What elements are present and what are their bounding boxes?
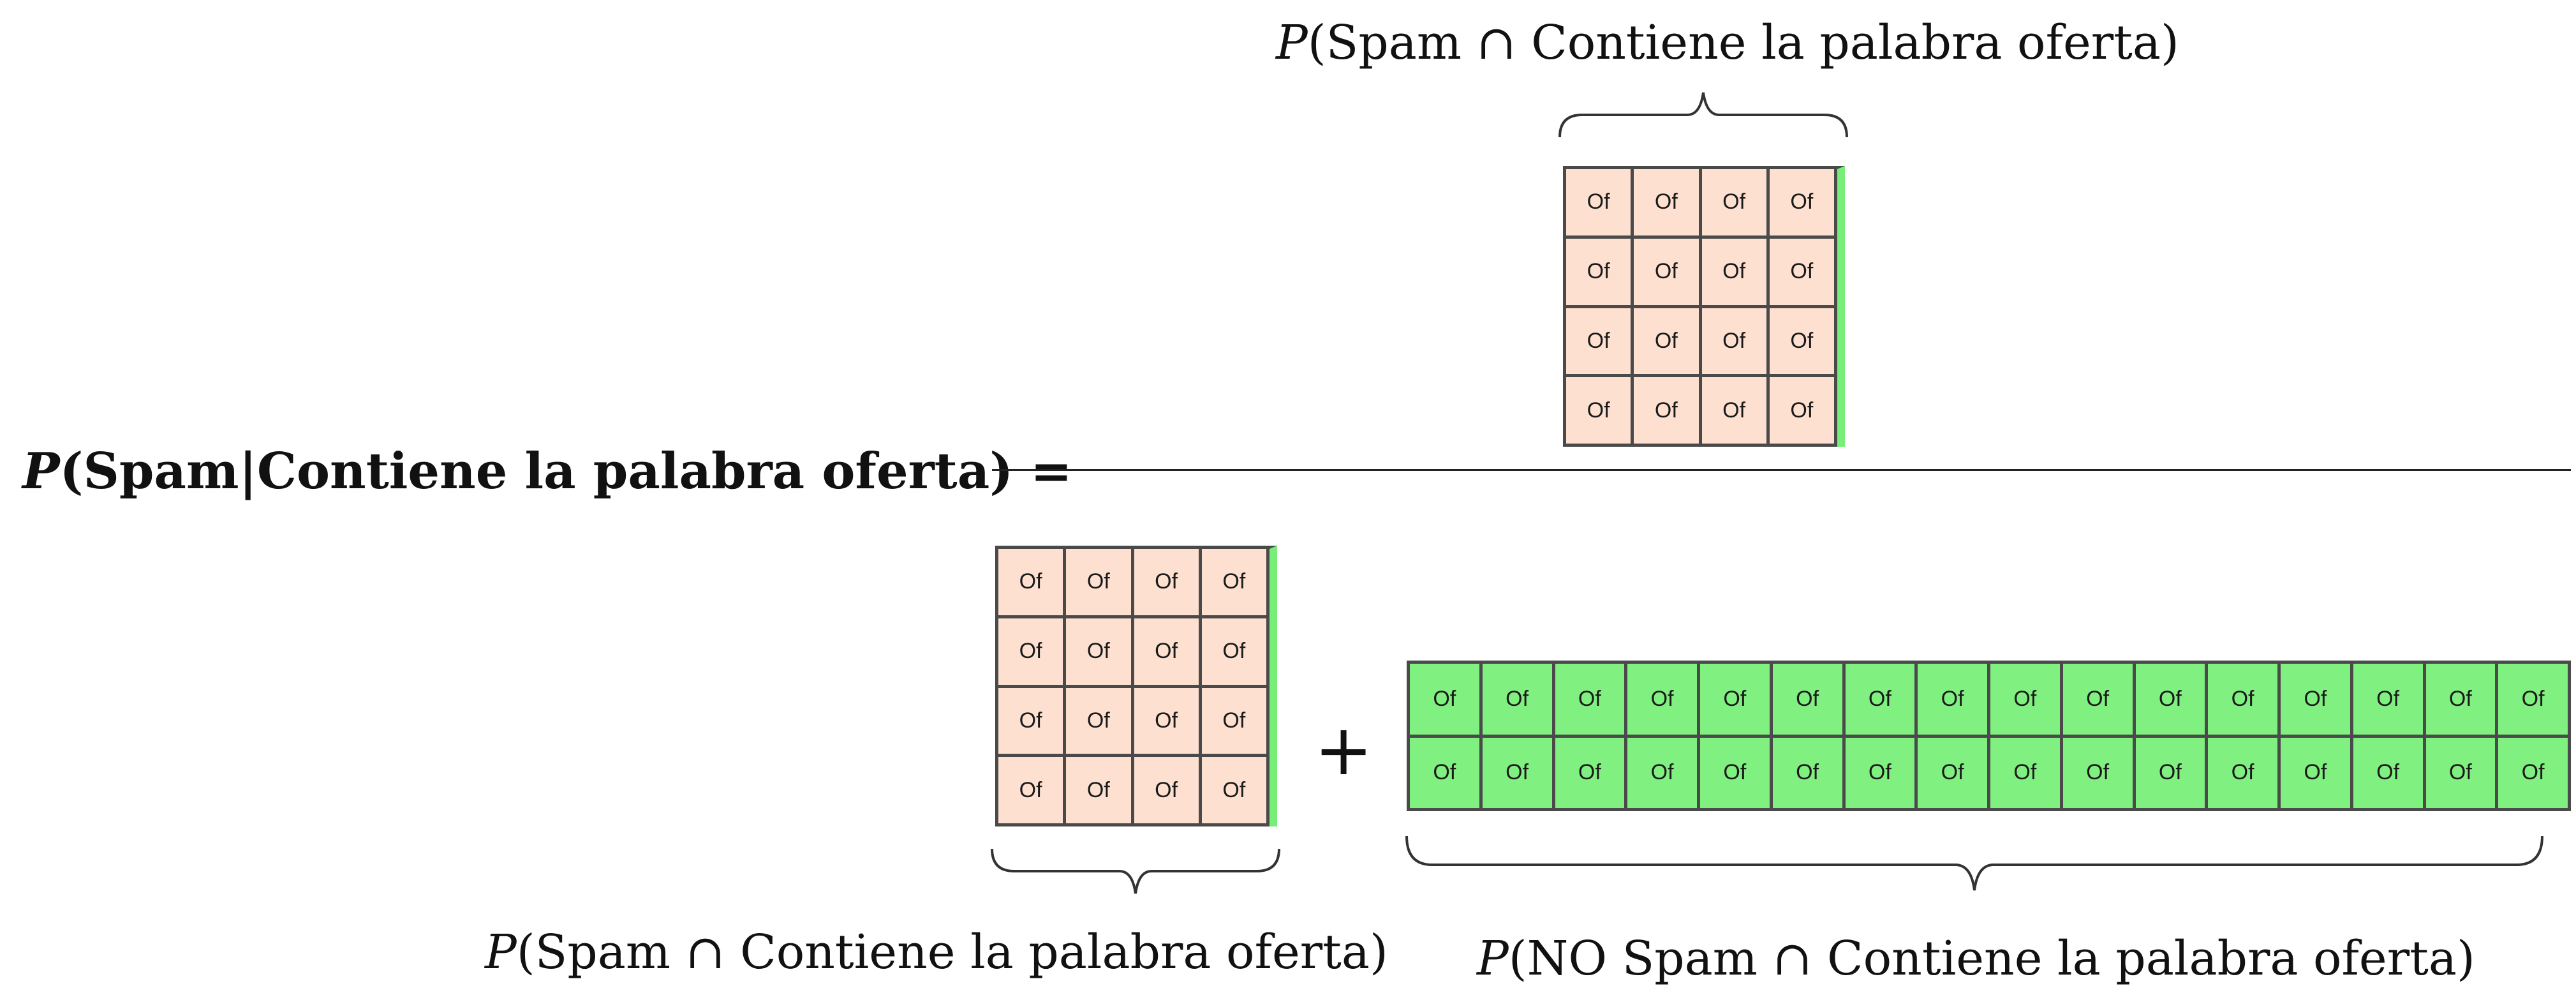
grid-cell: Of bbox=[2208, 737, 2281, 811]
numerator-brace bbox=[1558, 92, 1848, 138]
grid-cell: Of bbox=[1555, 664, 1628, 738]
grid-cell: Of bbox=[1845, 737, 1918, 811]
grid-cell: Of bbox=[2353, 664, 2426, 738]
grid-cell: Of bbox=[2208, 664, 2281, 738]
grid-cell: Of bbox=[1769, 238, 1837, 308]
grid-cell: Of bbox=[2281, 664, 2353, 738]
grid-cell: Of bbox=[1134, 687, 1202, 758]
denominator-spam-label: P(Spam ∩ Contiene la palabra oferta) bbox=[485, 929, 1388, 976]
plus-sign: + bbox=[1314, 709, 1373, 791]
grid-cell: Of bbox=[1066, 687, 1134, 758]
grid-cell: Of bbox=[1772, 664, 1846, 738]
grid-cell: Of bbox=[1566, 308, 1634, 378]
grid-cell: Of bbox=[1769, 308, 1837, 378]
grid-cell: Of bbox=[1410, 737, 1483, 811]
grid-cell: Of bbox=[1566, 377, 1634, 447]
grid-cell: Of bbox=[2425, 664, 2499, 738]
grid-cell: Of bbox=[1134, 549, 1202, 618]
grid-cell: Of bbox=[1066, 549, 1134, 618]
grid-cell: Of bbox=[1555, 737, 1628, 811]
grid-cell: Of bbox=[998, 757, 1067, 826]
fraction-line bbox=[992, 469, 2571, 471]
lhs-expression: P(Spam|Contiene la palabra oferta) = bbox=[22, 447, 1072, 497]
denominator-nospam-text: (NO Spam ∩ Contiene la palabra oferta) bbox=[1508, 931, 2475, 986]
grid-cell: Of bbox=[1769, 377, 1837, 447]
grid-cell: Of bbox=[1918, 737, 1990, 811]
grid-cell: Of bbox=[1201, 757, 1269, 826]
grid-cell: Of bbox=[2498, 664, 2571, 738]
grid-cell: Of bbox=[1634, 238, 1702, 308]
grid-cell: Of bbox=[2135, 737, 2209, 811]
numerator-p: P bbox=[1276, 15, 1308, 70]
grid-cell: Of bbox=[1845, 664, 1918, 738]
grid-cell: Of bbox=[1918, 664, 1990, 738]
grid-cell: Of bbox=[1634, 169, 1702, 239]
grid-cell: Of bbox=[1201, 687, 1269, 758]
denominator-spam-p: P bbox=[485, 925, 517, 980]
grid-cell: Of bbox=[1410, 664, 1483, 738]
lhs-p: P bbox=[22, 442, 60, 500]
grid-cell: Of bbox=[998, 687, 1067, 758]
grid-cell: Of bbox=[1566, 169, 1634, 239]
grid-cell: Of bbox=[1482, 737, 1555, 811]
denominator-spam-text: (Spam ∩ Contiene la palabra oferta) bbox=[516, 925, 1388, 980]
grid-cell: Of bbox=[2425, 737, 2499, 811]
grid-cell: Of bbox=[998, 549, 1067, 618]
grid-cell: Of bbox=[1769, 169, 1837, 239]
grid-cell: Of bbox=[1700, 664, 1773, 738]
grid-cell: Of bbox=[1482, 664, 1555, 738]
grid-cell: Of bbox=[2498, 737, 2571, 811]
grid-cell: Of bbox=[1566, 238, 1634, 308]
grid-cell: Of bbox=[1201, 549, 1269, 618]
grid-cell: Of bbox=[2062, 664, 2136, 738]
grid-cell: Of bbox=[1701, 169, 1770, 239]
grid-cell: Of bbox=[1700, 737, 1773, 811]
grid-cell: Of bbox=[998, 618, 1067, 688]
grid-cell: Of bbox=[1627, 737, 1700, 811]
grid-cell: Of bbox=[2062, 737, 2136, 811]
lhs-text: (Spam|Contiene la palabra oferta) = bbox=[59, 442, 1072, 500]
denominator-spam-brace bbox=[991, 848, 1280, 894]
grid-cell: Of bbox=[1066, 618, 1134, 688]
grid-cell: Of bbox=[1772, 737, 1846, 811]
grid-cell: Of bbox=[1134, 618, 1202, 688]
numerator-text: (Spam ∩ Contiene la palabra oferta) bbox=[1307, 15, 2179, 70]
grid-cell: Of bbox=[2135, 664, 2209, 738]
denominator-nospam-brace bbox=[1405, 835, 2543, 891]
grid-cell: Of bbox=[1701, 308, 1770, 378]
grid-cell: Of bbox=[2281, 737, 2353, 811]
grid-cell: Of bbox=[1990, 737, 2063, 811]
grid-cell: Of bbox=[1634, 308, 1702, 378]
grid-cell: Of bbox=[1701, 238, 1770, 308]
grid-cell: Of bbox=[1701, 377, 1770, 447]
grid-cell: Of bbox=[1066, 757, 1134, 826]
grid-cell: Of bbox=[1627, 664, 1700, 738]
grid-cell: Of bbox=[1634, 377, 1702, 447]
grid-cell: Of bbox=[2353, 737, 2426, 811]
grid-cell: Of bbox=[1134, 757, 1202, 826]
denominator-nospam-p: P bbox=[1477, 931, 1509, 986]
numerator-label: P(Spam ∩ Contiene la palabra oferta) bbox=[1276, 19, 2179, 66]
grid-cell: Of bbox=[1201, 618, 1269, 688]
grid-cell: Of bbox=[1990, 664, 2063, 738]
denominator-nospam-label: P(NO Spam ∩ Contiene la palabra oferta) bbox=[1477, 935, 2475, 982]
